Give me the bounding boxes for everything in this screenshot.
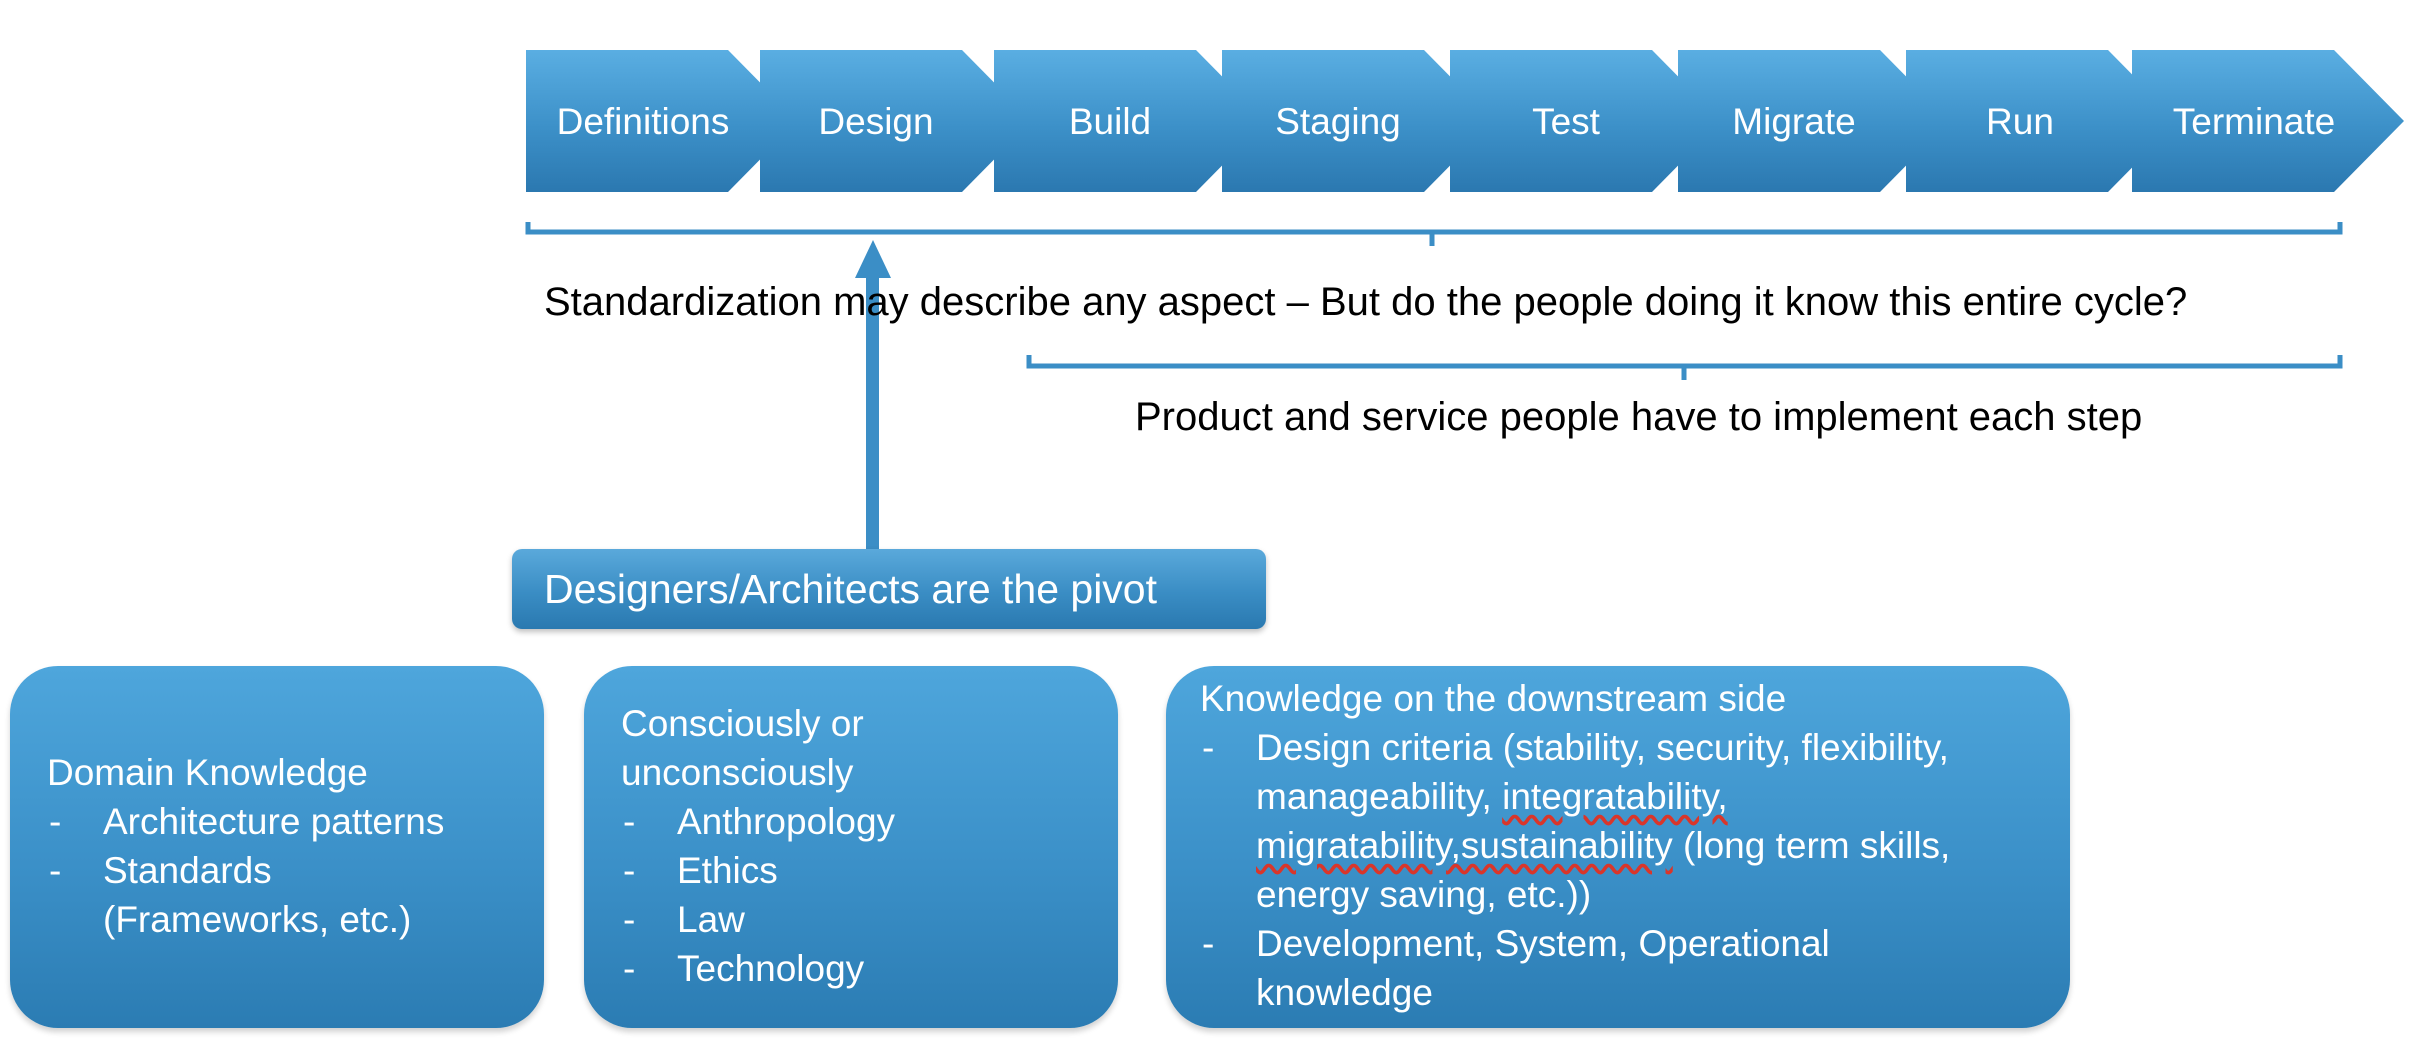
list-item: Standards(Frameworks, etc.)	[47, 846, 544, 944]
pivot-banner: Designers/Architects are the pivot	[512, 549, 1266, 629]
chevron-run	[1906, 50, 2178, 192]
stage-label-terminate: Terminate	[2173, 101, 2335, 142]
stage-label-build: Build	[1069, 101, 1151, 142]
stage-label-design: Design	[818, 101, 933, 142]
chevron-design	[760, 50, 1032, 192]
spellcheck-word: integratability,	[1502, 776, 1728, 817]
chevron-test	[1450, 50, 1722, 192]
implementation-caption: Product and service people have to imple…	[1135, 395, 2143, 439]
chevron-definitions	[526, 50, 798, 192]
process-chevron-row: Definitions Design Build Staging Test Migrate…	[526, 50, 2404, 192]
list-item: Technology	[621, 944, 1118, 993]
domain-knowledge-title: Domain Knowledge	[47, 752, 368, 793]
list-item: Law	[621, 895, 1118, 944]
chevron-migrate	[1678, 50, 1950, 192]
stage-label-definitions: Definitions	[557, 101, 730, 142]
stage-label-test: Test	[1532, 101, 1601, 142]
list-item: Development, System, Operational knowled…	[1200, 919, 2070, 1017]
list-item: Architecture patterns	[47, 797, 544, 846]
list-item: Design criteria (stability, security, fl…	[1200, 723, 2070, 919]
spellcheck-word: migratability,sustainability	[1256, 825, 1673, 866]
chevron-build	[994, 50, 1266, 192]
chevron-staging	[1222, 50, 1494, 192]
downstream-knowledge-box: Knowledge on the downstream side Design …	[1166, 666, 2070, 1028]
pivot-arrow	[855, 240, 891, 550]
list-item: Ethics	[621, 846, 1118, 895]
chevron-terminate	[2132, 50, 2404, 192]
implementation-bracket	[1026, 355, 2343, 380]
domain-knowledge-box: Domain Knowledge Architecture patterns S…	[10, 666, 544, 1028]
standardization-caption: Standardization may describe any aspect …	[544, 280, 2188, 324]
downstream-knowledge-title: Knowledge on the downstream side	[1200, 678, 1787, 719]
stage-label-staging: Staging	[1275, 101, 1401, 142]
stage-label-run: Run	[1986, 101, 2054, 142]
full-cycle-bracket	[525, 222, 2343, 246]
list-item: Anthropology	[621, 797, 1118, 846]
stage-label-migrate: Migrate	[1732, 101, 1855, 142]
